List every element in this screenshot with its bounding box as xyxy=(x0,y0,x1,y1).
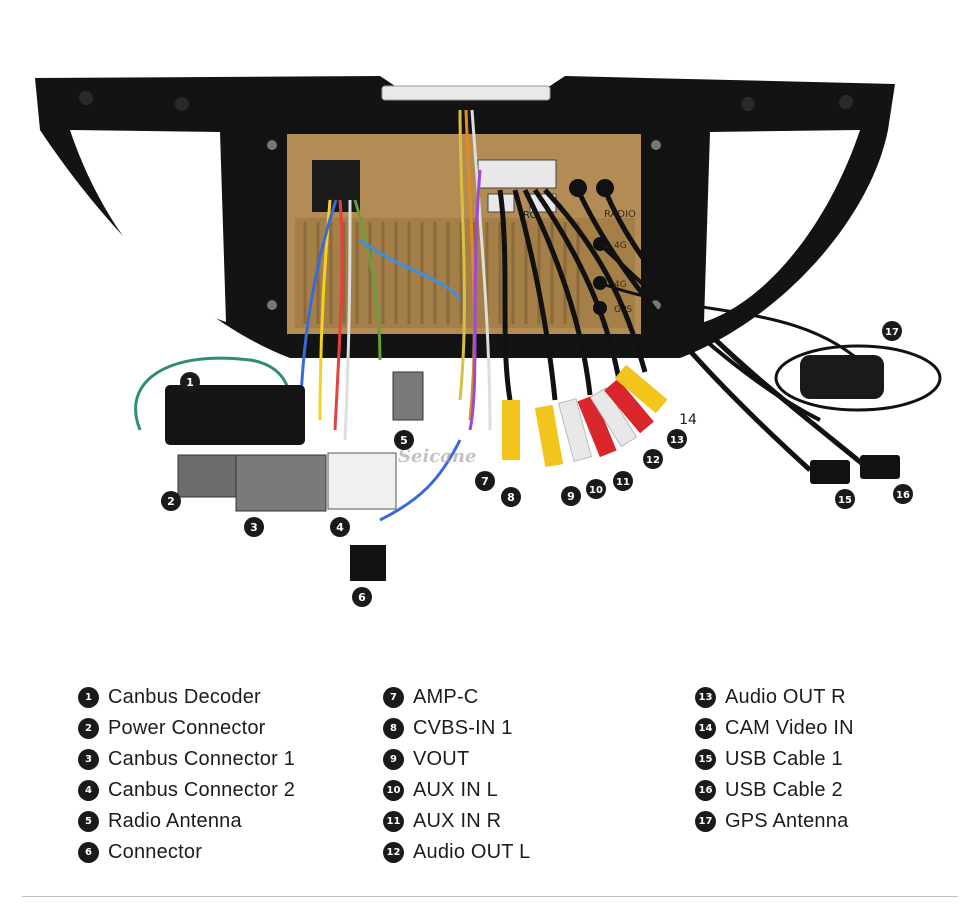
callout-6: 6 xyxy=(352,587,372,607)
legend-number: 2 xyxy=(78,718,99,739)
legend-label: CAM Video IN xyxy=(725,717,854,739)
legend-item: 2 Power Connector xyxy=(78,713,295,744)
svg-text:13: 13 xyxy=(670,435,684,446)
legend-label: Radio Antenna xyxy=(108,810,242,832)
svg-text:11: 11 xyxy=(616,477,630,488)
4g-port-label-2: 4G xyxy=(614,280,627,290)
bottom-divider xyxy=(22,896,958,897)
wiring-harness xyxy=(134,109,872,522)
callout-1: 1 xyxy=(180,372,200,392)
connector-shapes: RC xyxy=(165,210,942,581)
callout-5: 5 xyxy=(394,430,414,450)
svg-text:9: 9 xyxy=(567,490,575,503)
legend-item: 13 Audio OUT R xyxy=(695,682,854,713)
legend-number: 6 xyxy=(78,842,99,863)
legend-item: 8 CVBS-IN 1 xyxy=(383,713,530,744)
svg-text:2: 2 xyxy=(167,495,175,508)
svg-text:1: 1 xyxy=(186,376,194,389)
legend-number: 4 xyxy=(78,780,99,801)
legend-label: Audio OUT L xyxy=(413,841,531,863)
legend-label: Connector xyxy=(108,841,203,863)
legend-item: 11 AUX IN R xyxy=(383,806,530,837)
svg-text:5: 5 xyxy=(400,434,408,447)
legend-number: 1 xyxy=(78,687,99,708)
legend-number: 13 xyxy=(695,687,716,708)
svg-text:4: 4 xyxy=(336,521,344,534)
legend-label: VOUT xyxy=(413,748,470,770)
4g-port-label: 4G xyxy=(614,241,627,251)
svg-text:7: 7 xyxy=(481,475,489,488)
callout-9: 9 xyxy=(561,486,581,506)
legend-column-2: 7 AMP-C 8 CVBS-IN 1 9 VOUT 10 AUX IN L 11 AUX… xyxy=(383,682,530,868)
callout-13: 13 xyxy=(667,429,687,449)
svg-text:14: 14 xyxy=(679,412,697,428)
legend-label: GPS Antenna xyxy=(725,810,849,832)
svg-text:12: 12 xyxy=(646,455,660,466)
legend-number: 7 xyxy=(383,687,404,708)
callout-3: 3 xyxy=(244,517,264,537)
legend-item: 1 Canbus Decoder xyxy=(78,682,295,713)
legend-number: 10 xyxy=(383,780,404,801)
callout-15: 15 xyxy=(835,489,855,509)
legend-number: 12 xyxy=(383,842,404,863)
callout-11: 11 xyxy=(613,471,633,491)
svg-text:8: 8 xyxy=(507,491,515,504)
callout-17: 17 xyxy=(882,321,902,341)
svg-text:16: 16 xyxy=(896,490,910,501)
legend-item: 5 Radio Antenna xyxy=(78,806,295,837)
legend-label: AUX IN L xyxy=(413,779,498,801)
head-unit-rear-illustration: RADIO 4G 4G GPS xyxy=(35,76,942,607)
legend-label: Canbus Decoder xyxy=(108,686,261,708)
svg-text:17: 17 xyxy=(885,327,899,338)
legend-item: 3 Canbus Connector 1 xyxy=(78,744,295,775)
legend-item: 9 VOUT xyxy=(383,744,530,775)
legend-item: 17 GPS Antenna xyxy=(695,806,854,837)
legend-label: USB Cable 2 xyxy=(725,779,843,801)
svg-text:6: 6 xyxy=(358,591,366,604)
legend-number: 5 xyxy=(78,811,99,832)
legend-item: 6 Connector xyxy=(78,837,295,868)
callout-8: 8 xyxy=(501,487,521,507)
legend-number: 9 xyxy=(383,749,404,770)
legend-number: 16 xyxy=(695,780,716,801)
callout-14: 14 xyxy=(679,412,697,428)
legend-number: 17 xyxy=(695,811,716,832)
legend-number: 15 xyxy=(695,749,716,770)
legend-label: Power Connector xyxy=(108,717,266,739)
svg-text:15: 15 xyxy=(838,495,852,506)
legend-item: 15 USB Cable 1 xyxy=(695,744,854,775)
callout-16: 16 xyxy=(893,484,913,504)
legend-number: 3 xyxy=(78,749,99,770)
radio-port-label: RADIO xyxy=(604,209,636,220)
svg-text:3: 3 xyxy=(250,521,258,534)
legend-item: 16 USB Cable 2 xyxy=(695,775,854,806)
callout-12: 12 xyxy=(643,449,663,469)
callout-10: 10 xyxy=(586,479,606,499)
rca-tag: RC xyxy=(523,210,536,221)
legend-number: 8 xyxy=(383,718,404,739)
legend-label: USB Cable 1 xyxy=(725,748,843,770)
legend-label: AMP-C xyxy=(413,686,479,708)
legend-number: 14 xyxy=(695,718,716,739)
legend-label: AUX IN R xyxy=(413,810,502,832)
legend-item: 4 Canbus Connector 2 xyxy=(78,775,295,806)
legend-item: 14 CAM Video IN xyxy=(695,713,854,744)
callout-2: 2 xyxy=(161,491,181,511)
legend-label: CVBS-IN 1 xyxy=(413,717,513,739)
legend-item: 10 AUX IN L xyxy=(383,775,530,806)
callout-7: 7 xyxy=(475,471,495,491)
callout-4: 4 xyxy=(330,517,350,537)
svg-text:10: 10 xyxy=(589,485,603,496)
legend-label: Canbus Connector 2 xyxy=(108,779,296,801)
brand-watermark: Seicane xyxy=(398,446,476,467)
legend-item: 12 Audio OUT L xyxy=(383,837,530,868)
legend-label: Audio OUT R xyxy=(725,686,846,708)
legend-label: Canbus Connector 1 xyxy=(108,748,296,770)
legend-number: 11 xyxy=(383,811,404,832)
legend-item: 7 AMP-C xyxy=(383,682,530,713)
